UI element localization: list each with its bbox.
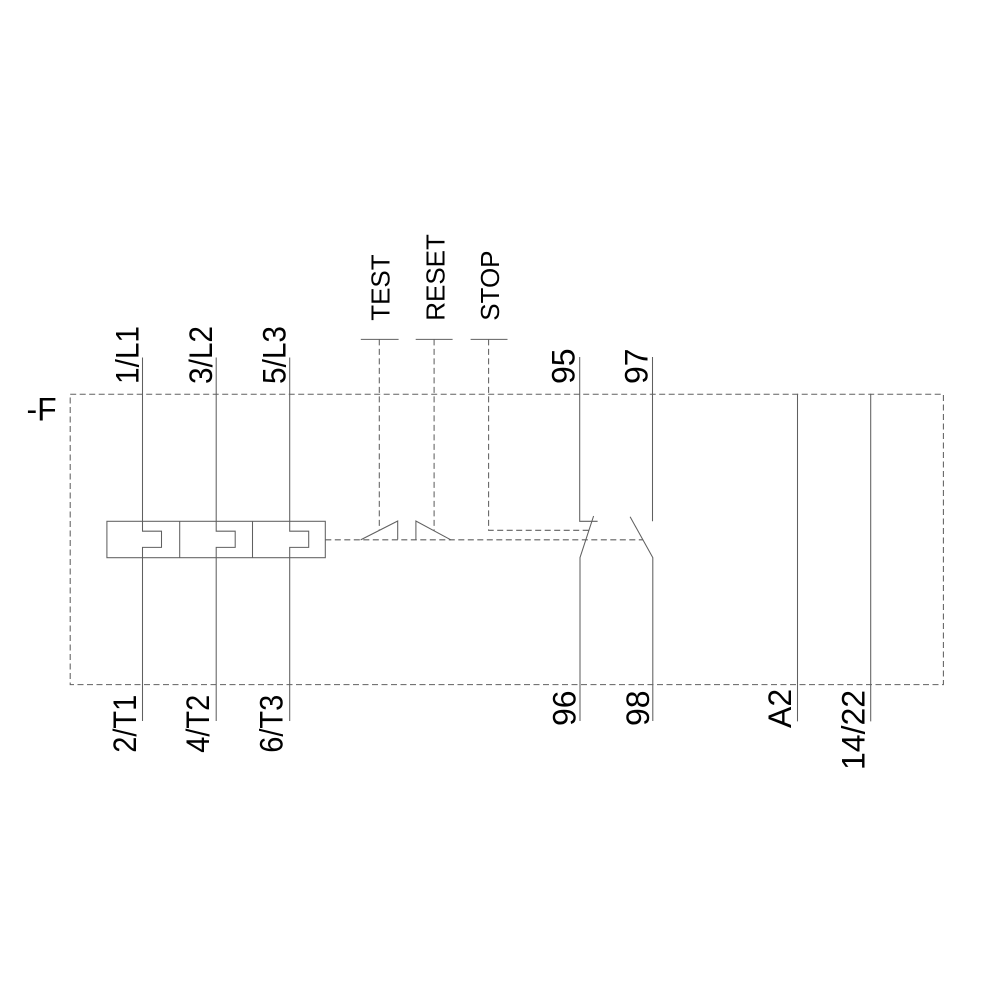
svg-text:2/T1: 2/T1 xyxy=(107,695,143,753)
svg-text:3/L2: 3/L2 xyxy=(183,326,219,384)
svg-text:4/T2: 4/T2 xyxy=(180,695,216,753)
svg-text:97: 97 xyxy=(619,348,655,384)
svg-text:-F: -F xyxy=(27,392,57,428)
svg-text:TEST: TEST xyxy=(366,254,396,321)
svg-text:A2: A2 xyxy=(762,689,798,728)
svg-text:6/T3: 6/T3 xyxy=(254,695,290,753)
svg-text:STOP: STOP xyxy=(475,250,505,320)
svg-text:1/L1: 1/L1 xyxy=(109,326,145,384)
svg-text:RESET: RESET xyxy=(420,234,450,321)
svg-text:14/22: 14/22 xyxy=(836,690,872,770)
svg-text:95: 95 xyxy=(546,348,582,384)
svg-text:5/L3: 5/L3 xyxy=(257,326,293,384)
svg-text:98: 98 xyxy=(620,690,656,726)
svg-text:96: 96 xyxy=(547,690,583,726)
